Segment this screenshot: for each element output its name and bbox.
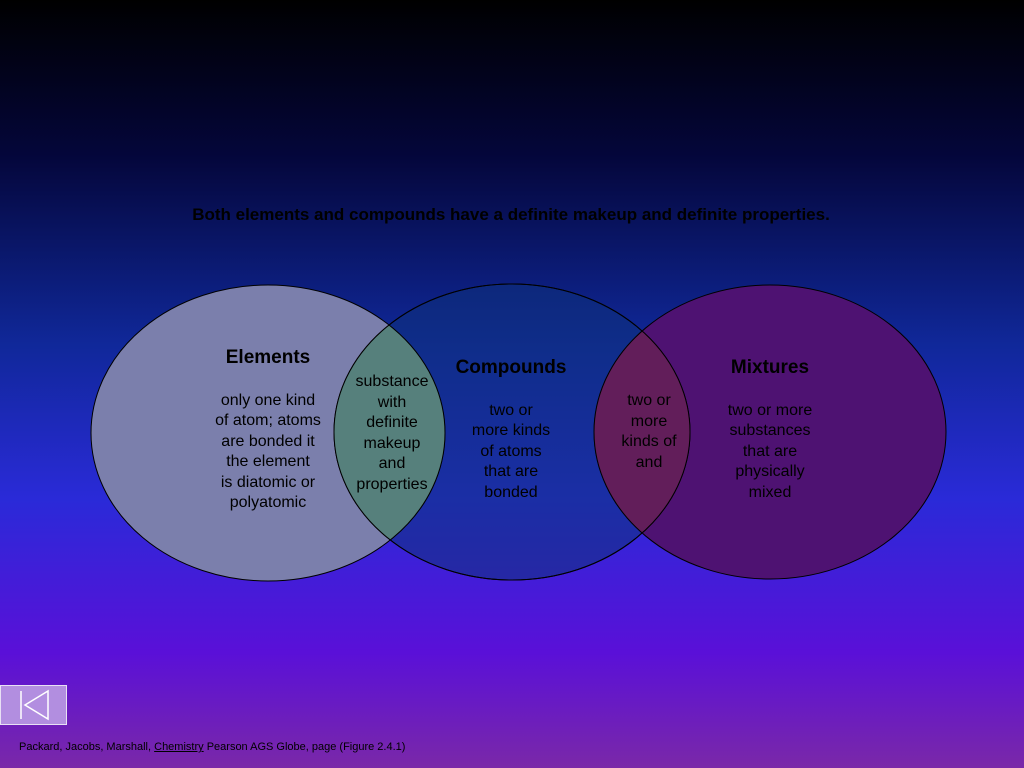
- overlap-line: definite: [366, 414, 418, 431]
- compounds-line: two or: [489, 401, 533, 419]
- overlap-line: and: [635, 453, 663, 471]
- overlap-line: two or: [627, 392, 671, 409]
- compounds-line: more kinds: [471, 422, 551, 439]
- mixtures-line: that are: [742, 442, 798, 460]
- source-citation: Packard, Jacobs, Marshall, Chemistry Pea…: [19, 741, 405, 753]
- first-slide-button[interactable]: [0, 685, 67, 725]
- mixtures-line: two or more: [727, 401, 813, 419]
- mixtures-line: substances: [729, 422, 811, 439]
- first-slide-icon: [20, 689, 49, 721]
- citation-publisher: Pearson AGS Globe, page (Figure 2.4.1): [206, 741, 406, 753]
- elements-line: is diatomic or: [220, 473, 316, 491]
- elements-line: polyatomic: [229, 494, 307, 511]
- compounds-line: that are: [483, 463, 539, 480]
- mixtures-line: mixed: [748, 483, 792, 501]
- compounds-label: Compounds two or more kinds of atoms tha…: [440, 357, 582, 503]
- overlap-line: makeup: [363, 434, 421, 452]
- elements-compounds-overlap-label: substance with definite makeup and prope…: [342, 372, 442, 495]
- mixtures-line: physically: [735, 463, 805, 480]
- compounds-line: bonded: [484, 483, 538, 501]
- overlap-line: and: [378, 455, 406, 472]
- mixtures-label: Mixtures two or more substances that are…: [700, 357, 840, 503]
- compounds-mixtures-overlap-label: two or more kinds of and: [604, 391, 694, 473]
- mixtures-title: Mixtures: [730, 357, 810, 378]
- overlap-line: with: [377, 393, 407, 411]
- elements-line: the element: [226, 453, 310, 470]
- compounds-title: Compounds: [455, 357, 567, 378]
- elements-line: are bonded it: [221, 432, 315, 450]
- elements-title: Elements: [225, 347, 311, 368]
- slide-heading: Both elements and compounds have a defin…: [192, 205, 830, 224]
- citation-book-link[interactable]: Chemistry: [154, 741, 204, 753]
- citation-authors: Packard, Jacobs, Marshall,: [19, 741, 152, 753]
- elements-line: of atom; atoms: [215, 412, 321, 429]
- elements-line: only one kind: [220, 391, 316, 409]
- elements-label: Elements only one kind of atom; atoms ar…: [198, 347, 338, 514]
- compounds-line: of atoms: [480, 442, 542, 460]
- overlap-line: kinds of: [621, 433, 677, 450]
- overlap-line: substance: [355, 373, 429, 390]
- overlap-line: properties: [356, 475, 428, 493]
- overlap-line: more: [630, 412, 668, 430]
